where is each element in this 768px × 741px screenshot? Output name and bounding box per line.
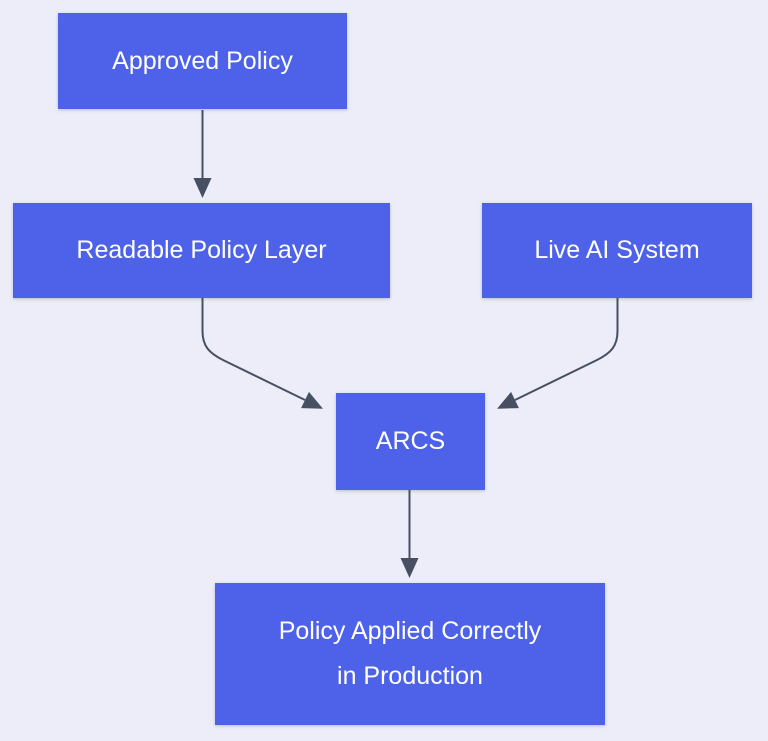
node-readable-policy-layer: Readable Policy Layer (13, 203, 390, 298)
node-live-ai-system: Live AI System (482, 203, 752, 298)
edge-live-ai-to-arcs (497, 298, 619, 409)
node-readable-policy-layer-label: Readable Policy Layer (76, 236, 327, 265)
node-policy-applied-label-line1: Policy Applied Correctly (278, 617, 542, 645)
node-policy-applied: Policy Applied Correctly in Production (215, 583, 605, 725)
node-policy-applied-label-line2: in Production (337, 662, 483, 690)
node-live-ai-system-label: Live AI System (534, 236, 700, 265)
node-arcs: ARCS (336, 393, 485, 490)
edge-readable-to-arcs (201, 298, 323, 409)
node-arcs-label: ARCS (375, 427, 446, 456)
node-approved-policy: Approved Policy (58, 13, 347, 109)
node-approved-policy-label: Approved Policy (112, 46, 293, 75)
